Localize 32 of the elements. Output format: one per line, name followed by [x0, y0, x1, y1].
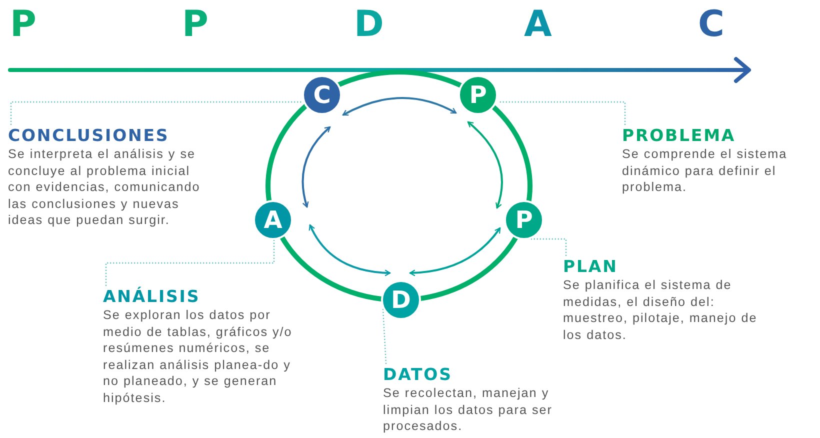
step-description: Se recolectan, manejan y limpian los datos para ser procesados.	[383, 385, 554, 434]
phase-letter: P	[469, 82, 487, 108]
double-arrow	[409, 227, 501, 276]
phase-circle	[302, 75, 342, 115]
phase-letter: C	[698, 6, 724, 44]
step-heading: ANÁLISIS	[103, 286, 202, 307]
step-description: Se planifica el sistema de medidas, el diseño del: muestreo, pilotaje, manejo de los datos.	[563, 277, 758, 343]
phase-letter: A	[524, 6, 552, 44]
phase-letter: P	[10, 6, 36, 44]
step-heading: PLAN	[563, 256, 619, 277]
step-description: Se comprende el sistema dinámico para definir el problema.	[622, 146, 788, 196]
phase-letter: A	[264, 207, 282, 233]
step-heading: DATOS	[383, 364, 454, 385]
leader-line	[498, 101, 626, 125]
phase-letter: C	[313, 82, 331, 108]
leader-line	[105, 240, 275, 286]
double-arrow	[342, 97, 457, 116]
step-description: Se exploran los datos por medio de tablas, gráficos y/o resúmenes numéricos, se realizan análisis planea-do y no planeado, y se generan hipótesis.	[103, 307, 294, 406]
step-description: Se interpreta el análisis y se concluye al problema inicial con evidencias, comunicando las conclusiones y nuevas ideas que puedan surgir.	[8, 146, 202, 228]
phase-letter: D	[354, 6, 384, 44]
phase-letter: P	[182, 6, 208, 44]
double-arrow	[309, 224, 391, 276]
double-arrow	[467, 121, 503, 209]
leader-line	[382, 308, 387, 364]
leader-line	[10, 101, 302, 125]
phase-circle	[458, 75, 498, 115]
step-heading: CONCLUSIONES	[8, 125, 170, 146]
leader-line	[531, 238, 567, 256]
step-heading: PROBLEMA	[622, 125, 737, 146]
double-arrow	[302, 126, 331, 208]
phase-letter: D	[391, 287, 411, 313]
phase-letter: P	[515, 207, 533, 233]
